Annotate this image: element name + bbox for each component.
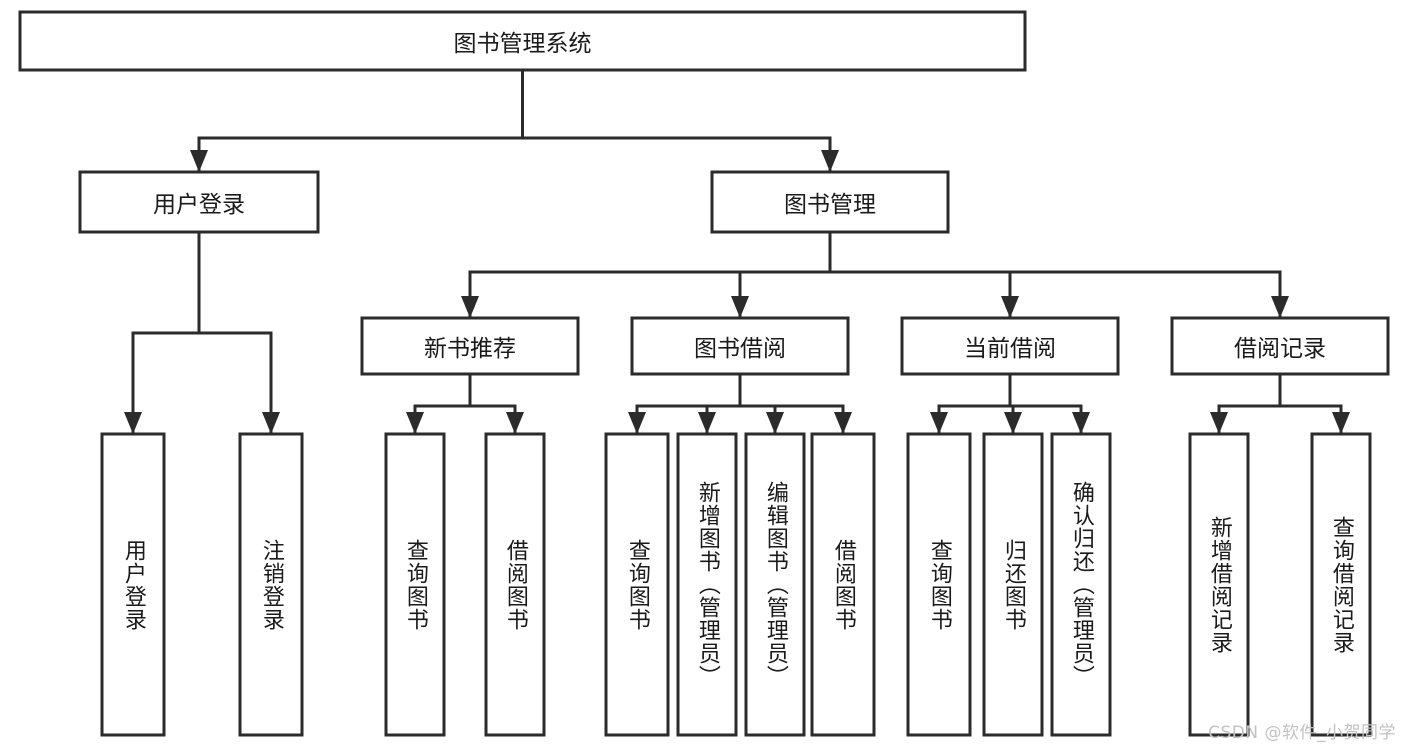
arrow-head-icon [930, 412, 948, 434]
node-box-leaf-user-login[interactable] [100, 432, 166, 737]
node-box-leaf-cu-query[interactable] [906, 432, 972, 737]
node-box-leaf-bo-query[interactable] [604, 432, 670, 737]
arrow-head-icon [731, 296, 749, 318]
node-box-leaf-cu-confirm[interactable] [1050, 432, 1112, 737]
arrow-head-icon [1271, 296, 1289, 318]
node-box-login[interactable] [78, 170, 320, 234]
arrow-head-icon [1210, 412, 1228, 434]
arrow-head-icon [1001, 296, 1019, 318]
arrow-head-icon [262, 412, 280, 434]
node-box-leaf-bo-borrow[interactable] [810, 432, 876, 737]
arrow-head-icon [821, 150, 839, 172]
node-box-newbook[interactable] [360, 316, 580, 376]
arrow-head-icon [461, 296, 479, 318]
arrow-head-icon [1072, 412, 1090, 434]
node-box-leaf-user-logout[interactable] [238, 432, 304, 737]
arrow-head-icon [1004, 412, 1022, 434]
nodes-layer [18, 10, 1390, 737]
node-box-root[interactable] [18, 10, 1027, 72]
arrow-head-icon [124, 412, 142, 434]
node-box-leaf-cu-return[interactable] [982, 432, 1044, 737]
node-box-borrow[interactable] [630, 316, 850, 376]
arrow-head-icon [698, 412, 716, 434]
arrow-head-icon [506, 412, 524, 434]
node-box-bookmgmt[interactable] [710, 170, 950, 234]
arrow-head-icon [628, 412, 646, 434]
arrow-head-icon [834, 412, 852, 434]
node-box-leaf-re-query[interactable] [1310, 432, 1372, 737]
node-box-records[interactable] [1170, 316, 1390, 376]
edges-layer [124, 68, 1350, 435]
arrow-head-icon [1332, 412, 1350, 434]
node-box-leaf-re-add[interactable] [1188, 432, 1250, 737]
node-box-leaf-nb-query[interactable] [384, 432, 446, 737]
node-box-leaf-nb-borrow[interactable] [484, 432, 546, 737]
arrow-head-icon [190, 150, 208, 172]
node-box-current[interactable] [900, 316, 1120, 376]
node-box-leaf-bo-add[interactable] [676, 432, 738, 737]
arrow-head-icon [406, 412, 424, 434]
node-box-leaf-bo-edit[interactable] [744, 432, 806, 737]
arrow-head-icon [766, 412, 784, 434]
